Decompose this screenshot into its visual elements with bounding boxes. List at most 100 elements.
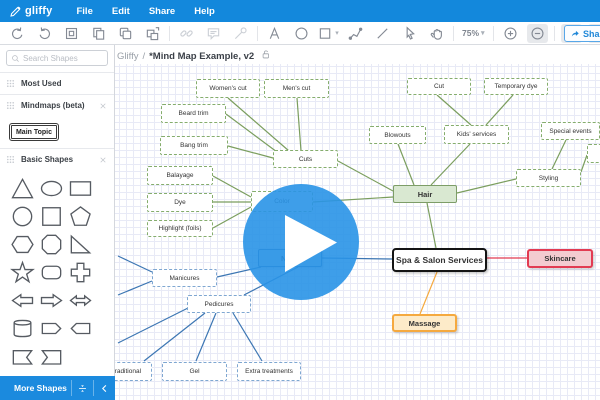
node-blowouts[interactable]: Blowouts	[369, 126, 426, 144]
node-balayage[interactable]: Balayage	[147, 166, 213, 185]
shape-rectangle[interactable]	[66, 174, 95, 202]
copy-icon	[93, 27, 105, 40]
menu-file[interactable]: File	[76, 5, 93, 17]
node-cuts[interactable]: Cuts	[273, 150, 338, 168]
breadcrumb-root[interactable]: Gliffy	[117, 50, 139, 62]
shape-banner-right[interactable]	[8, 342, 37, 370]
app-header: gliffy File Edit Share Help	[0, 0, 600, 22]
node-gel[interactable]: Gel	[162, 362, 227, 381]
search-shapes-box[interactable]	[6, 50, 108, 66]
pan-tool-icon	[430, 28, 442, 40]
collapse-panel-icon[interactable]	[93, 380, 115, 396]
edge-green	[227, 145, 274, 159]
node-extra-treatments[interactable]: Extra treatments	[237, 362, 301, 381]
search-input[interactable]	[23, 53, 103, 63]
menu-share[interactable]: Share	[148, 5, 176, 17]
node-massage[interactable]: Massage	[392, 314, 457, 332]
undo-icon	[11, 26, 23, 39]
gliffy-logo[interactable]: gliffy	[9, 5, 52, 18]
node-cut[interactable]: Cut	[407, 78, 471, 95]
node-special-events[interactable]: Special events	[541, 122, 600, 140]
shape-cross[interactable]	[66, 258, 95, 286]
ellipse-tool-icon	[295, 26, 308, 40]
node-spa-salon-services[interactable]: Spa & Salon Services	[392, 248, 487, 272]
shape-star[interactable]	[8, 258, 37, 286]
rectangle-tool-button[interactable]: ▾	[318, 24, 339, 43]
edge-blue	[195, 312, 217, 362]
node-kids-services[interactable]: Kids' services	[444, 125, 509, 144]
share-button[interactable]: Share	[564, 25, 600, 42]
node-mens-cut[interactable]: Men's cut	[264, 79, 329, 98]
shape-arrow-both[interactable]	[66, 286, 95, 314]
shape-banner-left[interactable]	[37, 342, 66, 370]
line-tool-button[interactable]	[372, 24, 393, 43]
undo-button[interactable]	[7, 24, 28, 43]
shape-arrow-left[interactable]	[8, 286, 37, 314]
text-tool-button[interactable]	[264, 24, 285, 43]
drag-handle-icon[interactable]	[6, 101, 15, 110]
duplicate-button[interactable]	[61, 24, 82, 43]
edge-green	[296, 97, 302, 152]
node-dye[interactable]: Dye	[147, 193, 213, 212]
pointer-tool-button[interactable]	[399, 24, 420, 43]
edge-green	[225, 113, 278, 153]
shape-tag-right[interactable]	[37, 314, 66, 342]
menu-help[interactable]: Help	[194, 5, 215, 17]
redo-button[interactable]	[34, 24, 55, 43]
zoom-out-button[interactable]	[526, 23, 548, 43]
shape-rounded-rectangle[interactable]	[37, 258, 66, 286]
main-topic-shape[interactable]: Main Topic	[9, 123, 59, 141]
shape-hexagon[interactable]	[8, 230, 37, 258]
format-painter-icon	[234, 26, 247, 39]
node-temporary-dye[interactable]: Temporary dye	[484, 78, 548, 95]
shape-square[interactable]	[37, 202, 66, 230]
panel-resize-icon[interactable]	[71, 380, 93, 396]
shape-triangle[interactable]	[8, 174, 37, 202]
pan-tool-button[interactable]	[426, 24, 447, 43]
breadcrumb: Gliffy / *Mind Map Example, v2	[117, 49, 271, 63]
connector-tool-button[interactable]	[345, 24, 366, 43]
more-shapes-bar[interactable]: More Shapes	[0, 376, 115, 400]
sidebar-section-most-used[interactable]: Most Used	[0, 72, 114, 94]
zoom-level-control[interactable]: 75%▾	[462, 28, 485, 38]
node-beard-trim[interactable]: Beard trim	[161, 104, 226, 123]
video-play-button[interactable]	[243, 184, 359, 300]
zoom-in-button[interactable]	[500, 24, 521, 43]
document-title[interactable]: *Mind Map Example, v2	[149, 50, 255, 62]
group-button[interactable]	[115, 24, 136, 43]
node-manicures[interactable]: Manicures	[152, 269, 217, 287]
edge-green	[456, 178, 517, 194]
shape-right-triangle[interactable]	[66, 230, 95, 258]
shape-octagon[interactable]	[37, 230, 66, 258]
zoom-out-icon	[531, 26, 544, 40]
sidebar-section-mindmaps[interactable]: Mindmaps (beta)	[0, 94, 114, 116]
drag-handle-icon[interactable]	[6, 155, 15, 164]
node-hair[interactable]: Hair	[393, 185, 457, 203]
more-shapes-label: More Shapes	[14, 383, 67, 393]
shape-tag-left[interactable]	[66, 314, 95, 342]
ellipse-tool-button[interactable]	[291, 24, 312, 43]
shape-cylinder[interactable]	[8, 314, 37, 342]
section-label-most-used: Most Used	[21, 79, 62, 88]
close-section-icon[interactable]	[99, 97, 107, 115]
node-skincare[interactable]: Skincare	[527, 249, 593, 268]
drag-handle-icon[interactable]	[6, 79, 15, 88]
node-highlight-foils[interactable]: Highlight (foils)	[147, 220, 213, 237]
ungroup-button[interactable]	[142, 24, 163, 43]
unlock-icon[interactable]	[260, 49, 271, 63]
shape-pentagon[interactable]	[66, 202, 95, 230]
shape-circle[interactable]	[8, 202, 37, 230]
node-bang-trim[interactable]: Bang trim	[160, 136, 228, 155]
sidebar-section-basic-shapes[interactable]: Basic Shapes	[0, 148, 114, 170]
line-tool-icon	[377, 27, 388, 39]
shape-arrow-right[interactable]	[37, 286, 66, 314]
node-edge-partial[interactable]	[587, 144, 600, 163]
shape-ellipse[interactable]	[37, 174, 66, 202]
node-womens-cut[interactable]: Women's cut	[196, 79, 260, 98]
close-section-icon[interactable]	[99, 151, 107, 169]
node-styling[interactable]: Styling	[516, 169, 581, 187]
breadcrumb-separator: /	[142, 50, 146, 62]
node-pedicures[interactable]: Pedicures	[187, 295, 251, 313]
copy-button[interactable]	[88, 24, 109, 43]
menu-edit[interactable]: Edit	[111, 5, 130, 17]
